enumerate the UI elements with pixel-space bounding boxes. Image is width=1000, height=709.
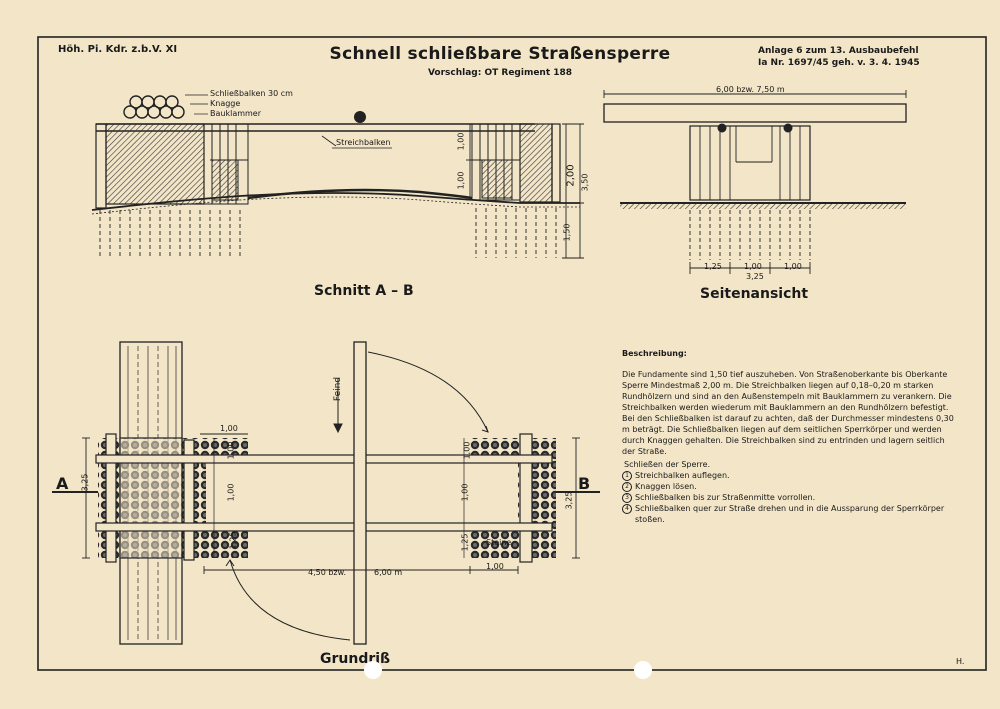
- step-number: 1: [622, 471, 632, 481]
- label-streichbalken: Streichbalken: [336, 138, 391, 147]
- dim-plan-right-3: 1,25: [460, 533, 470, 552]
- section-marker-b: B: [578, 474, 591, 493]
- dim-plan-right-4: 1,00: [486, 562, 504, 571]
- label-bauklammer: Bauklammer: [210, 109, 262, 118]
- section-marker-a: A: [56, 474, 69, 493]
- dim-plan-right-2: 1,00: [460, 483, 470, 502]
- issuing-unit: Höh. Pi. Kdr. z.b.V. XI: [58, 44, 178, 55]
- description-block: Beschreibung: Die Fundamente sind 1,50 t…: [622, 348, 958, 525]
- dim-side-top: 6,00 bzw. 7,50 m: [716, 85, 785, 94]
- dim-side-1: 1,25: [704, 262, 722, 271]
- dim-plan-left-2: 1,00: [226, 441, 236, 460]
- plan-drawing: [52, 341, 600, 645]
- step-item: 3 Schließbalken bis zur Straßenmitte vor…: [622, 492, 958, 503]
- label-feind: Feind: [333, 376, 344, 402]
- reference-line-1: Anlage 6 zum 13. Ausbaubefehl: [758, 46, 919, 56]
- punch-hole: [634, 661, 652, 679]
- punch-hole: [364, 661, 382, 679]
- dim-ab-2: 1,00: [456, 171, 466, 190]
- signature-initial: H.: [956, 657, 965, 666]
- closing-beam-pile: [123, 95, 185, 119]
- dim-plan-right-total: 3,25: [564, 491, 574, 510]
- step-text: Streichbalken auflegen.: [635, 471, 730, 480]
- side-view-drawing: [603, 90, 907, 274]
- page-title: Schnell schließbare Straßensperre: [329, 44, 671, 64]
- section-ab-drawing: [91, 94, 584, 259]
- dim-side-3: 1,00: [784, 262, 802, 271]
- description-body: Die Fundamente sind 1,50 tief auszuheben…: [622, 370, 954, 456]
- reference-line-2: Ia Nr. 1697/45 geh. v. 3. 4. 1945: [758, 58, 920, 68]
- step-item: 2 Knaggen lösen.: [622, 481, 958, 492]
- dim-ab-3: 2,00: [565, 164, 577, 187]
- dim-side-2: 1,00: [744, 262, 762, 271]
- dim-plan-right-1: 1,00: [462, 441, 472, 460]
- step-number: 2: [622, 482, 632, 492]
- step-item: 1 Streichbalken auflegen.: [622, 470, 958, 481]
- dim-plan-span-alt: 6,00 m: [374, 568, 403, 577]
- step-number: 4: [622, 504, 632, 514]
- steps-heading: Schließen der Sperre.: [624, 460, 711, 469]
- dim-ab-1: 1,00: [456, 132, 466, 151]
- step-text: Schließbalken quer zur Straße drehen und…: [635, 504, 945, 524]
- description-heading: Beschreibung:: [622, 349, 687, 358]
- caption-side-view: Seitenansicht: [700, 286, 809, 302]
- label-closing-beam: Schließbalken 30 cm: [210, 89, 293, 98]
- step-number: 3: [622, 493, 632, 503]
- label-knagge: Knagge: [210, 99, 241, 108]
- label-steine: Steine: [486, 538, 512, 547]
- dim-plan-left-4: 1,25: [228, 531, 238, 550]
- dim-ab-4: 3,50: [580, 173, 590, 192]
- sheet-border: [37, 36, 987, 671]
- dim-plan-left-3: 1,00: [226, 483, 236, 502]
- step-item: 4 Schließbalken quer zur Straße drehen u…: [622, 503, 958, 525]
- dim-plan-left-total: 3,25: [80, 473, 90, 492]
- dim-plan-span: 4,50 bzw.: [308, 568, 346, 577]
- dim-side-total: 3,25: [746, 272, 764, 281]
- step-text: Knaggen lösen.: [635, 482, 697, 491]
- page-subtitle: Vorschlag: OT Regiment 188: [427, 68, 573, 78]
- dim-ab-5: 1,50: [562, 223, 572, 242]
- dim-plan-left-1: 1,00: [220, 424, 238, 433]
- caption-section-ab: Schnitt A – B: [314, 283, 414, 299]
- step-text: Schließbalken bis zur Straßenmitte vorro…: [635, 493, 816, 502]
